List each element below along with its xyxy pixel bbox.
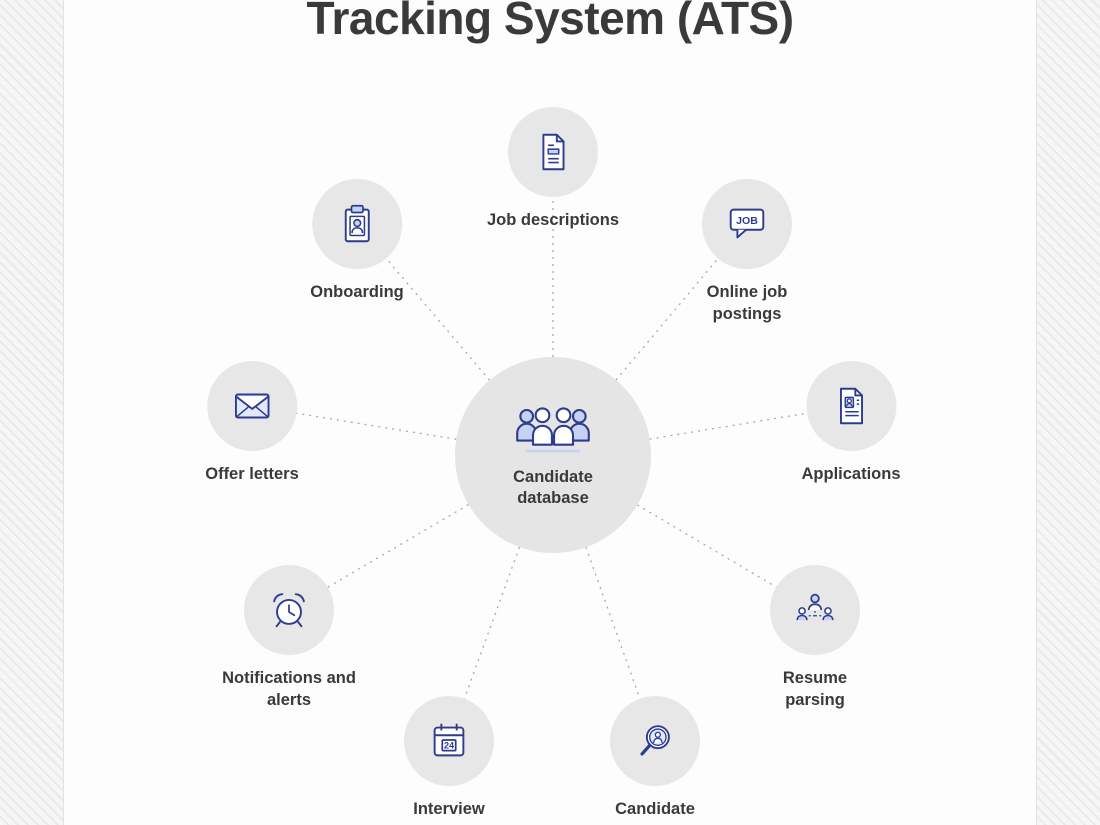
node-circle: JOB: [702, 179, 792, 269]
alarm-clock-icon: [273, 593, 305, 628]
node-applications: Applications: [801, 361, 901, 486]
node-circle: [312, 179, 402, 269]
node-circle: [805, 361, 896, 451]
people-network-icon: [796, 593, 834, 621]
node-job-descriptions: Job descriptions: [487, 107, 619, 232]
node-label: Resume parsing: [782, 669, 848, 709]
node-label: Job descriptions: [486, 211, 620, 229]
node-label: Candidate database: [513, 467, 593, 507]
node-circle: [244, 565, 334, 655]
svg-text:JOB: JOB: [736, 215, 758, 227]
node-label: Interview: [413, 800, 485, 818]
page-title: Tracking System (ATS): [306, 0, 794, 44]
node-interview: 24 Interview: [404, 696, 494, 821]
search-person-icon: [640, 725, 670, 756]
envelope-icon: [234, 393, 270, 419]
job-speech-bubble-icon: JOB: [729, 208, 765, 239]
node-label: Applications: [801, 465, 901, 483]
node-circle: Candidate database: [455, 357, 651, 553]
node-online-job-postings: JOB Online job postings: [697, 179, 797, 326]
node-circle: [508, 107, 598, 197]
node-label: Candidate: [615, 800, 695, 818]
svg-text:24: 24: [444, 741, 455, 751]
document-icon: [542, 133, 565, 171]
calendar-icon: 24: [433, 723, 465, 757]
right-striped-edge: [1036, 0, 1100, 825]
people-group-icon: [516, 406, 590, 452]
node-notifications-and-alerts: Notifications and alerts: [219, 565, 359, 712]
node-circle: 24: [404, 696, 494, 786]
clipboard-person-icon: [344, 204, 370, 243]
node-offer-letters: Offer letters: [205, 361, 299, 486]
node-resume-parsing: Resume parsing: [770, 565, 860, 712]
node-label: Onboarding: [310, 283, 404, 301]
node-circle: [207, 361, 297, 451]
node-label: Notifications and alerts: [222, 669, 356, 709]
node-label: Online job postings: [706, 283, 788, 323]
node-onboarding: Onboarding: [310, 179, 404, 304]
node-circle: [770, 565, 860, 655]
left-striped-edge: [0, 0, 64, 825]
node-label: Offer letters: [205, 465, 299, 483]
node-circle: [610, 696, 700, 786]
node-candidate-database: Candidate database: [455, 357, 651, 553]
application-document-icon: [839, 387, 863, 425]
node-candidate: Candidate: [610, 696, 700, 821]
